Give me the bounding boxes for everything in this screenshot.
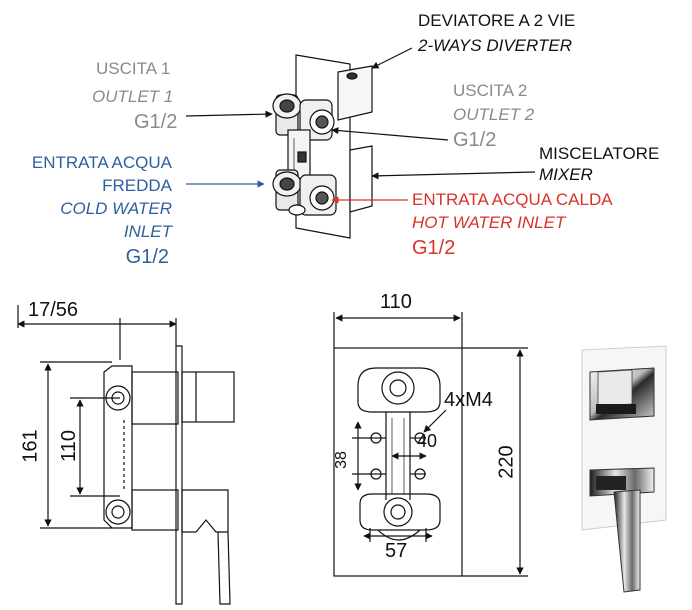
outlet1-label-en: OUTLET 1 xyxy=(92,87,174,106)
cold-label-it-1: ENTRATA ACQUA xyxy=(31,153,172,172)
cold-label-en-1: COLD WATER xyxy=(60,199,172,218)
dim-depth: 17/56 xyxy=(28,299,79,321)
outlet2-label-it: USCITA 2 xyxy=(453,81,528,100)
dim-hole-offset: 40 xyxy=(417,431,438,451)
valve-3d-view xyxy=(272,54,373,239)
outlet2-label-en: OUTLET 2 xyxy=(453,105,535,124)
mixer-label-it: MISCELATORE xyxy=(539,144,660,163)
hot-label-en: HOT WATER INLET xyxy=(412,213,566,232)
outlet1-size: G1/2 xyxy=(134,111,178,133)
side-view xyxy=(17,305,235,605)
diverter-label-it: DEVIATORE A 2 VIE xyxy=(418,11,576,30)
dim-plate-width: 110 xyxy=(380,291,412,313)
cold-size: G1/2 xyxy=(125,246,169,268)
hot-size: G1/2 xyxy=(412,237,456,259)
diverter-label-en: 2-WAYS DIVERTER xyxy=(418,36,572,55)
outlet2-size: G1/2 xyxy=(453,129,497,151)
mixer-label-en: MIXER xyxy=(539,165,593,184)
dim-holes: 4xM4 xyxy=(444,389,493,411)
outlet1-label-it: USCITA 1 xyxy=(96,59,171,78)
cold-label-en-2: INLET xyxy=(123,222,172,241)
product-render xyxy=(581,345,667,593)
cold-label-it-2: FREDDA xyxy=(102,176,172,195)
dim-bottom-width: 57 xyxy=(385,540,408,562)
front-view xyxy=(333,312,528,577)
hot-label-it: ENTRATA ACQUA CALDA xyxy=(412,190,613,209)
